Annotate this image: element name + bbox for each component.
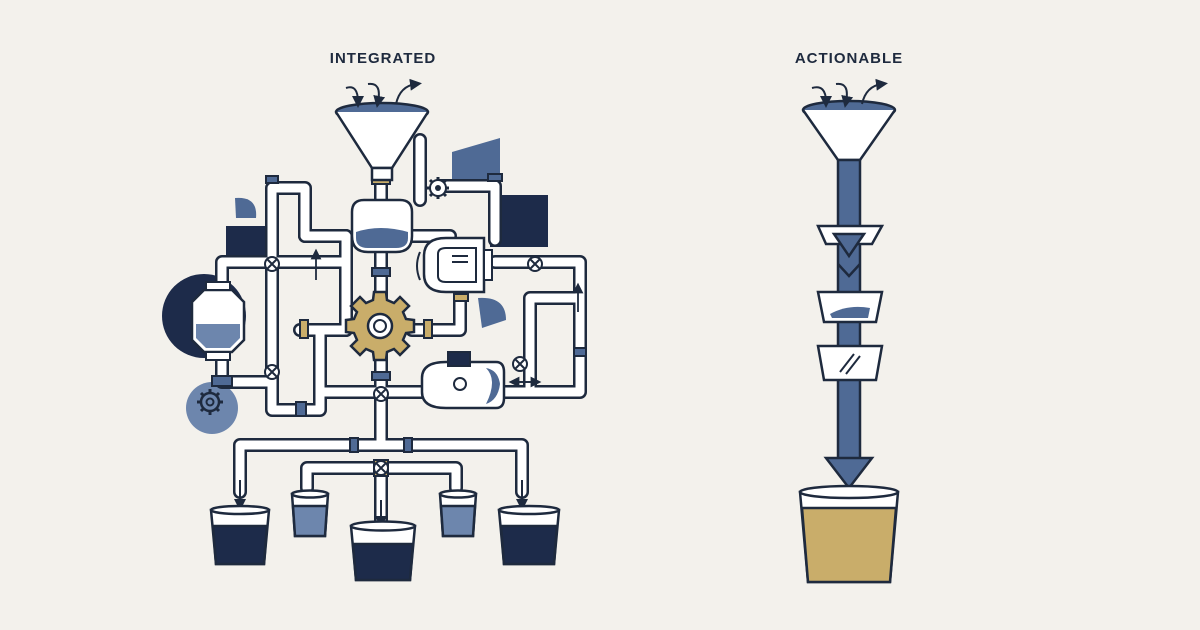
cup-icon	[349, 520, 417, 582]
integrated-system	[162, 78, 587, 582]
valve-icon	[512, 356, 528, 372]
inflow-arrows	[345, 78, 422, 108]
cup-icon	[497, 504, 561, 566]
actionable-system	[798, 78, 900, 584]
gear-icon	[197, 389, 223, 415]
gear-icon	[427, 177, 449, 199]
flow-shaft	[823, 158, 875, 491]
valve-icon	[373, 386, 389, 402]
panel-title-actionable: ACTIONABLE	[794, 50, 904, 67]
compressor-unit	[420, 351, 506, 410]
storage-tank	[190, 281, 246, 361]
funnel-icon	[801, 99, 897, 162]
funnel-icon	[334, 101, 430, 182]
valve-icons	[264, 256, 543, 476]
gear-icon	[344, 290, 416, 362]
valve-icon	[264, 364, 280, 380]
valve-icon	[527, 256, 543, 272]
pump-icon	[416, 236, 493, 294]
mixing-flask	[350, 198, 414, 254]
filter-stage	[816, 344, 884, 382]
inflow-arrows	[811, 78, 888, 108]
cup-icon	[290, 489, 330, 538]
filter-stage	[816, 290, 884, 324]
panel-title-integrated: INTEGRATED	[329, 50, 437, 67]
arrow-icon	[310, 248, 584, 388]
cup-icon	[798, 484, 900, 584]
valve-icon	[264, 256, 280, 272]
cup-icon	[209, 504, 271, 566]
arrow-icon	[234, 480, 528, 528]
valve-icon	[373, 460, 389, 476]
flow-collar	[816, 224, 885, 278]
cup-icon	[438, 489, 478, 538]
output-cups	[209, 489, 561, 582]
